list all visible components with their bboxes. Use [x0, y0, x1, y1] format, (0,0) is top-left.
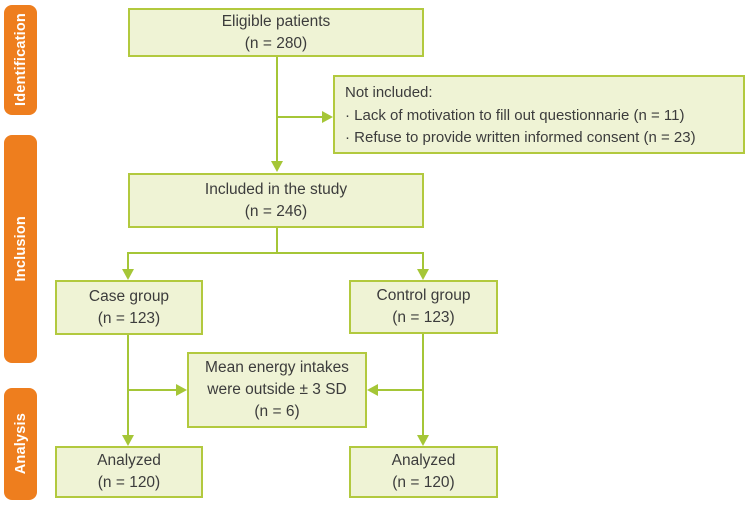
box-text-line: (n = 280)	[244, 34, 308, 52]
box-text-line: (n = 123)	[97, 309, 161, 327]
box-not-included: Not included: · Lack of motivation to fi…	[333, 75, 745, 154]
arrow-right-icon	[176, 384, 187, 396]
box-text-line: (n = 120)	[392, 474, 455, 491]
stage-label-analysis: Analysis	[12, 413, 29, 475]
arrow-down-icon	[417, 435, 429, 446]
box-text-line: Eligible patients	[221, 12, 331, 30]
box-text-line: (n = 246)	[244, 202, 308, 220]
arrow-down-icon	[122, 269, 134, 280]
arrow-left-icon	[367, 384, 378, 396]
box-included-in-study: Included in the study (n = 246)	[128, 173, 424, 228]
box-analyzed-case: Analyzed (n = 120)	[55, 446, 203, 498]
box-text-line: Analyzed	[391, 452, 456, 469]
box-text-line: (n = 123)	[392, 309, 455, 326]
stage-label-identification: Identification	[12, 13, 29, 107]
arrow-down-icon	[417, 269, 429, 280]
arrow-down-icon	[122, 435, 134, 446]
stage-bar-inclusion: Inclusion	[4, 135, 37, 363]
box-text-line: were outside ± 3 SD	[207, 381, 347, 398]
box-text-line: Analyzed	[97, 452, 161, 469]
arrow-right-icon	[322, 111, 333, 123]
stage-bar-identification: Identification	[4, 5, 37, 115]
box-text-line: Control group	[376, 287, 471, 304]
box-text-line: Not included:	[345, 84, 433, 101]
box-text-line: (n = 6)	[254, 403, 300, 420]
box-text-line: Case group	[88, 287, 170, 305]
stage-label-inclusion: Inclusion	[12, 216, 29, 282]
box-excluded-energy-intakes: Mean energy intakes were outside ± 3 SD …	[187, 352, 367, 428]
box-eligible-patients: Eligible patients (n = 280)	[128, 8, 424, 57]
box-case-group: Case group (n = 123)	[55, 280, 203, 335]
arrow-down-icon	[271, 161, 283, 172]
box-text-line: Mean energy intakes	[205, 359, 349, 376]
box-text-line: Included in the study	[204, 180, 348, 198]
box-bullet-line: · Refuse to provide written informed con…	[345, 129, 696, 146]
box-control-group: Control group (n = 123)	[349, 280, 498, 334]
stage-bar-analysis: Analysis	[4, 388, 37, 500]
box-analyzed-control: Analyzed (n = 120)	[349, 446, 498, 498]
box-bullet-line: · Lack of motivation to fill out questio…	[345, 106, 685, 124]
box-text-line: (n = 120)	[97, 474, 161, 491]
